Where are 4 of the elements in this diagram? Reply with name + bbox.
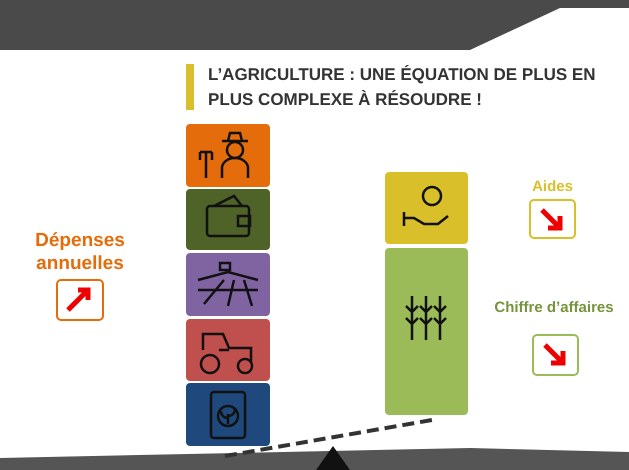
revenue-label: Chiffre d’affaires bbox=[493, 299, 615, 317]
expense-label: Dépenses annuelles bbox=[34, 230, 126, 276]
subsidy-label: Aides bbox=[531, 178, 574, 196]
title: L’AGRICULTURE : UNE ÉQUATION DE PLUS EN PLUS COMPLEXE À RÉSOUDRE ! bbox=[208, 64, 597, 111]
